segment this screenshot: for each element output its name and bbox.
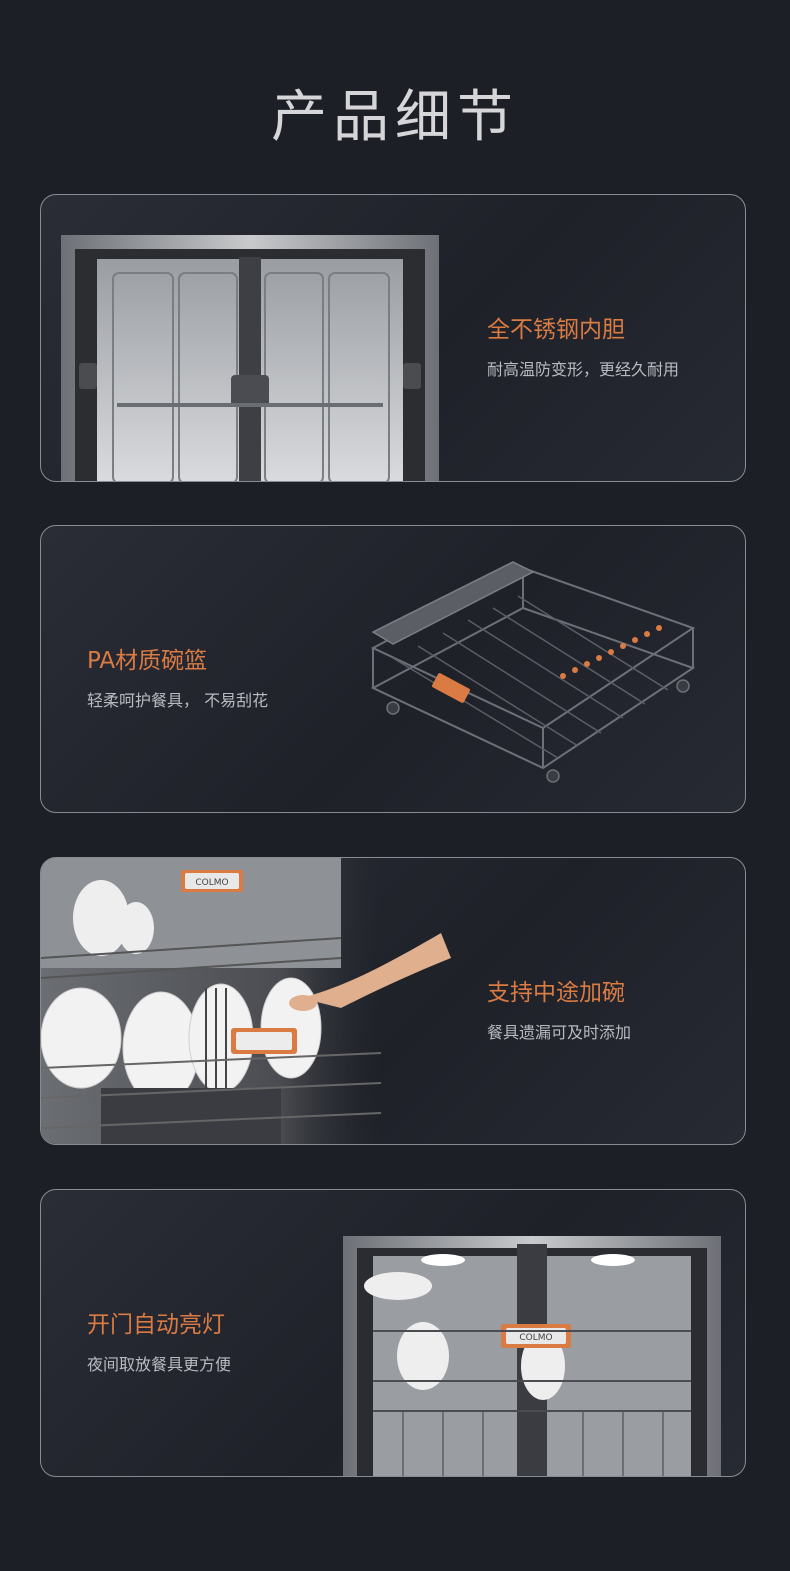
feature-card-dish-rack: PA材质碗篮 轻柔呵护餐具， 不易刮花 (40, 525, 746, 813)
feature-desc: 夜间取放餐具更方便 (87, 1355, 232, 1374)
feature-desc: 轻柔呵护餐具， 不易刮花 (87, 691, 269, 710)
auto-light-image: COLMO (343, 1236, 721, 1476)
dishwasher-tub-image (61, 235, 439, 481)
feature-title: 全不锈钢内胆 (487, 317, 625, 343)
page-title: 产品细节 (271, 85, 519, 150)
feature-card-add-dishes: COLMO 支持中途加碗 餐具遗漏可及时添加 (40, 857, 746, 1145)
colmo-logo-badge: COLMO (519, 1333, 552, 1343)
feature-title: PA材质碗篮 (87, 648, 208, 674)
feature-desc: 餐具遗漏可及时添加 (487, 1023, 632, 1042)
feature-card-stainless-tub: 全不锈钢内胆 耐高温防变形，更经久耐用 (40, 194, 746, 482)
feature-card-auto-light: 开门自动亮灯 夜间取放餐具更方便 COLMO (40, 1189, 746, 1477)
feature-title: 支持中途加碗 (487, 980, 625, 1006)
dish-rack-image (370, 561, 696, 783)
feature-title: 开门自动亮灯 (87, 1312, 225, 1338)
add-dish-image: COLMO (41, 858, 451, 1144)
feature-desc: 耐高温防变形，更经久耐用 (487, 360, 680, 379)
colmo-logo-badge: COLMO (195, 878, 228, 888)
